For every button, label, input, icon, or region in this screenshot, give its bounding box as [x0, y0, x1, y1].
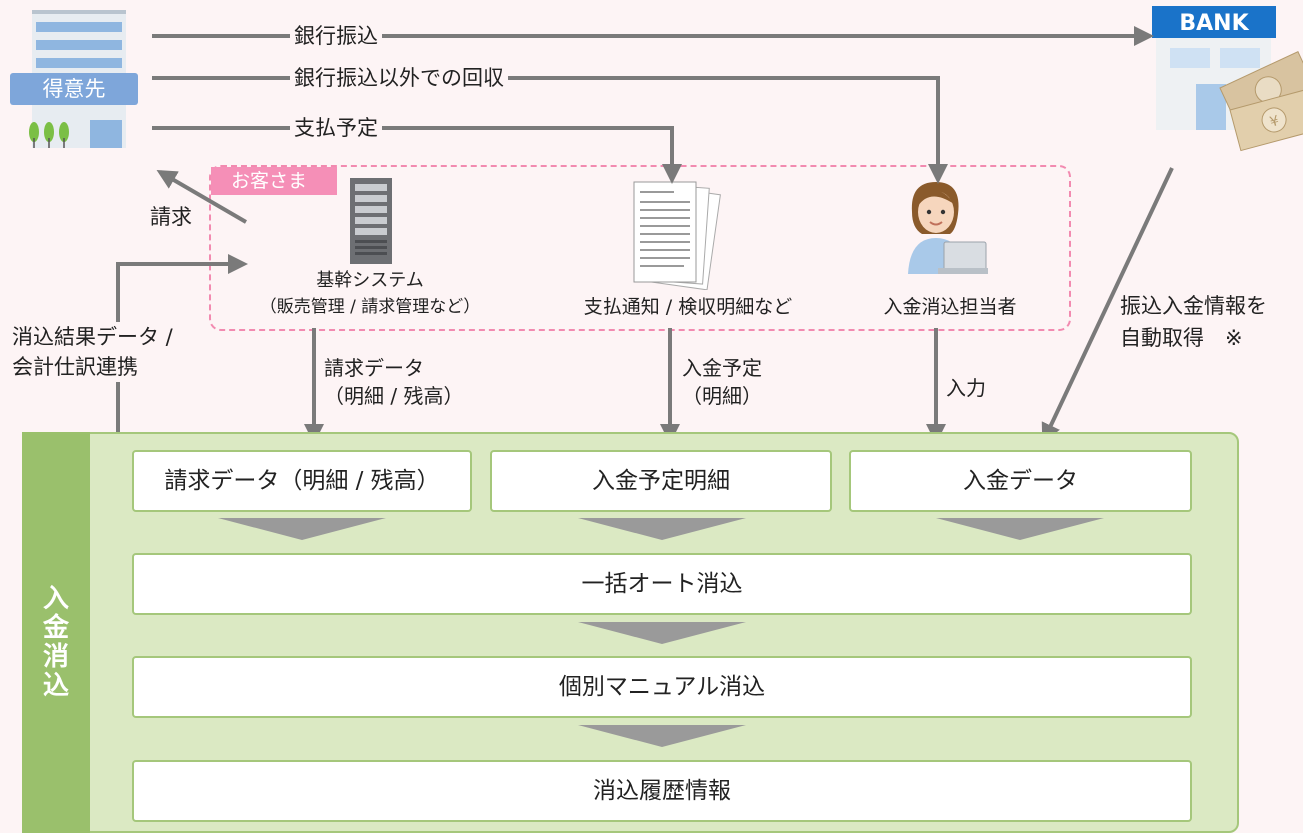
label-billing-data-line1: 請求データ	[324, 356, 424, 380]
staff-person-icon	[900, 178, 990, 282]
arrow-payment-schedule	[152, 126, 682, 184]
arrow-auto-fetch	[1041, 167, 1174, 444]
step-auto-reconcile-box: 一括オート消込	[132, 553, 1192, 615]
document-stack-icon	[624, 178, 724, 294]
input-payment-data-box: 入金データ	[849, 450, 1192, 512]
label-scheduled-payment-line2: （明細）	[682, 384, 762, 408]
chevron-down-icon	[578, 518, 746, 540]
reconciliation-side-label: 入 金 消 込	[42, 584, 69, 701]
arrow-billing	[156, 169, 248, 224]
label-auto-fetch-line1: 振込入金情報を	[1120, 294, 1267, 318]
label-billing: 請求	[150, 205, 192, 229]
customer-label: 得意先	[10, 73, 138, 105]
client-area	[209, 165, 1071, 331]
input-billing-data-box: 請求データ（明細 / 残高）	[132, 450, 472, 512]
server-icon	[350, 178, 392, 268]
reconciliation-side-bar	[22, 432, 90, 833]
input-scheduled-payment-box: 入金予定明細	[490, 450, 832, 512]
documents-label: 支払通知 / 検収明細など	[583, 296, 793, 318]
chevron-down-icon	[218, 518, 386, 540]
label-bank-transfer: 銀行振込	[290, 23, 382, 49]
step-history-box: 消込履歴情報	[132, 760, 1192, 822]
label-reconciliation-result-line1: 消込結果データ /	[12, 325, 173, 349]
label-reconciliation-result: 消込結果データ / 会計仕訳連携	[8, 322, 177, 382]
label-billing-data: 請求データ （明細 / 残高）	[324, 354, 463, 410]
chevron-down-icon	[936, 518, 1104, 540]
step-manual-reconcile-box: 個別マニュアル消込	[132, 656, 1192, 718]
client-area-tag: お客さま	[211, 167, 337, 195]
label-scheduled-payment-line1: 入金予定	[682, 356, 762, 380]
bank-sign: BANK	[1179, 11, 1249, 36]
chevron-down-icon	[578, 725, 746, 747]
label-non-bank-collection: 銀行振込以外での回収	[290, 65, 508, 91]
svg-text:¥: ¥	[1268, 113, 1281, 131]
staff-label: 入金消込担当者	[883, 296, 1017, 318]
label-auto-fetch-line2: 自動取得 ※	[1120, 326, 1243, 350]
label-payment-schedule: 支払予定	[290, 115, 382, 141]
label-input: 入力	[946, 376, 986, 400]
bank-icon: BANK ¥	[1150, 0, 1303, 164]
label-reconciliation-result-line2: 会計仕訳連携	[12, 355, 138, 379]
label-scheduled-payment: 入金予定 （明細）	[682, 354, 762, 410]
label-billing-data-line2: （明細 / 残高）	[324, 384, 464, 408]
label-auto-fetch: 振込入金情報を 自動取得 ※	[1120, 290, 1267, 354]
chevron-down-icon	[578, 622, 746, 644]
core-system-title: 基幹システム	[316, 270, 424, 291]
core-system-subtitle: （販売管理 / 請求管理など）	[259, 297, 481, 317]
